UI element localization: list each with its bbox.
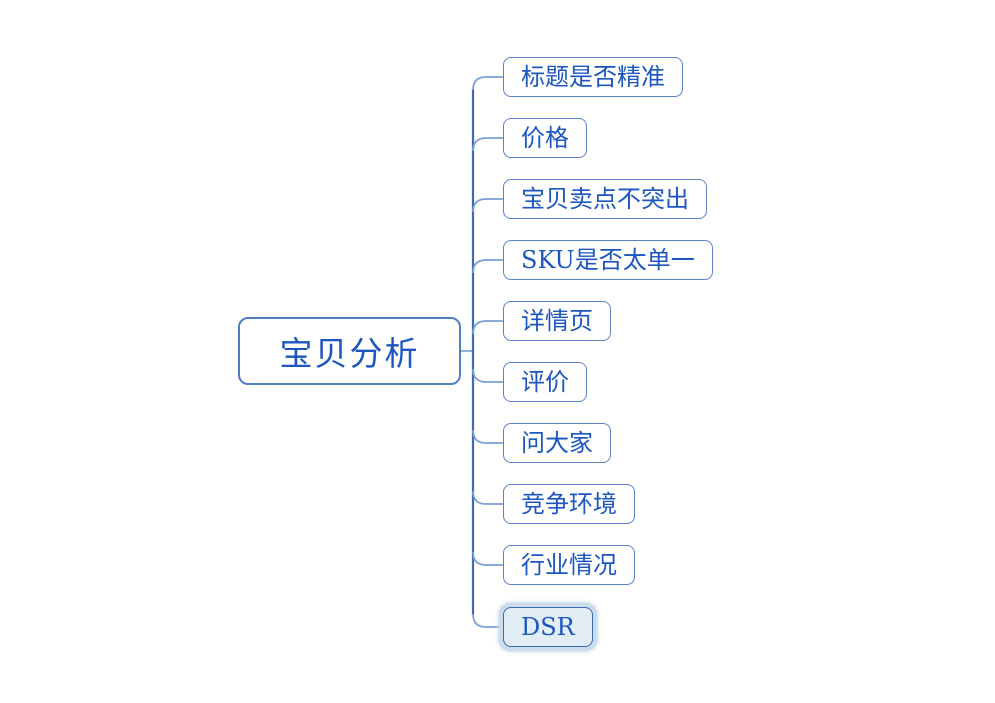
branch-connector xyxy=(472,320,503,335)
mindmap-node[interactable]: 评价 xyxy=(503,362,587,402)
mindmap-node[interactable]: 问大家 xyxy=(503,423,611,463)
branch-connector xyxy=(472,198,503,213)
branch-connector xyxy=(472,368,503,383)
mindmap-node[interactable]: SKU是否太单一 xyxy=(503,240,713,280)
mindmap-node[interactable]: 标题是否精准 xyxy=(503,57,683,97)
branch-connector xyxy=(472,259,503,274)
branch-connector xyxy=(472,137,503,152)
branch-connector xyxy=(472,613,503,628)
mindmap-node[interactable]: 详情页 xyxy=(503,301,611,341)
branch-connector xyxy=(472,490,503,505)
branch-connector xyxy=(472,76,503,91)
branch-connector xyxy=(472,429,503,444)
mindmap-node[interactable]: 宝贝卖点不突出 xyxy=(503,179,707,219)
branch-connector xyxy=(472,551,503,566)
root-node[interactable]: 宝贝分析 xyxy=(238,317,461,385)
mindmap-node[interactable]: 价格 xyxy=(503,118,587,158)
mindmap-node[interactable]: 竞争环境 xyxy=(503,484,635,524)
mindmap-node[interactable]: 行业情况 xyxy=(503,545,635,585)
mindmap-node-selected[interactable]: DSR xyxy=(503,607,593,647)
